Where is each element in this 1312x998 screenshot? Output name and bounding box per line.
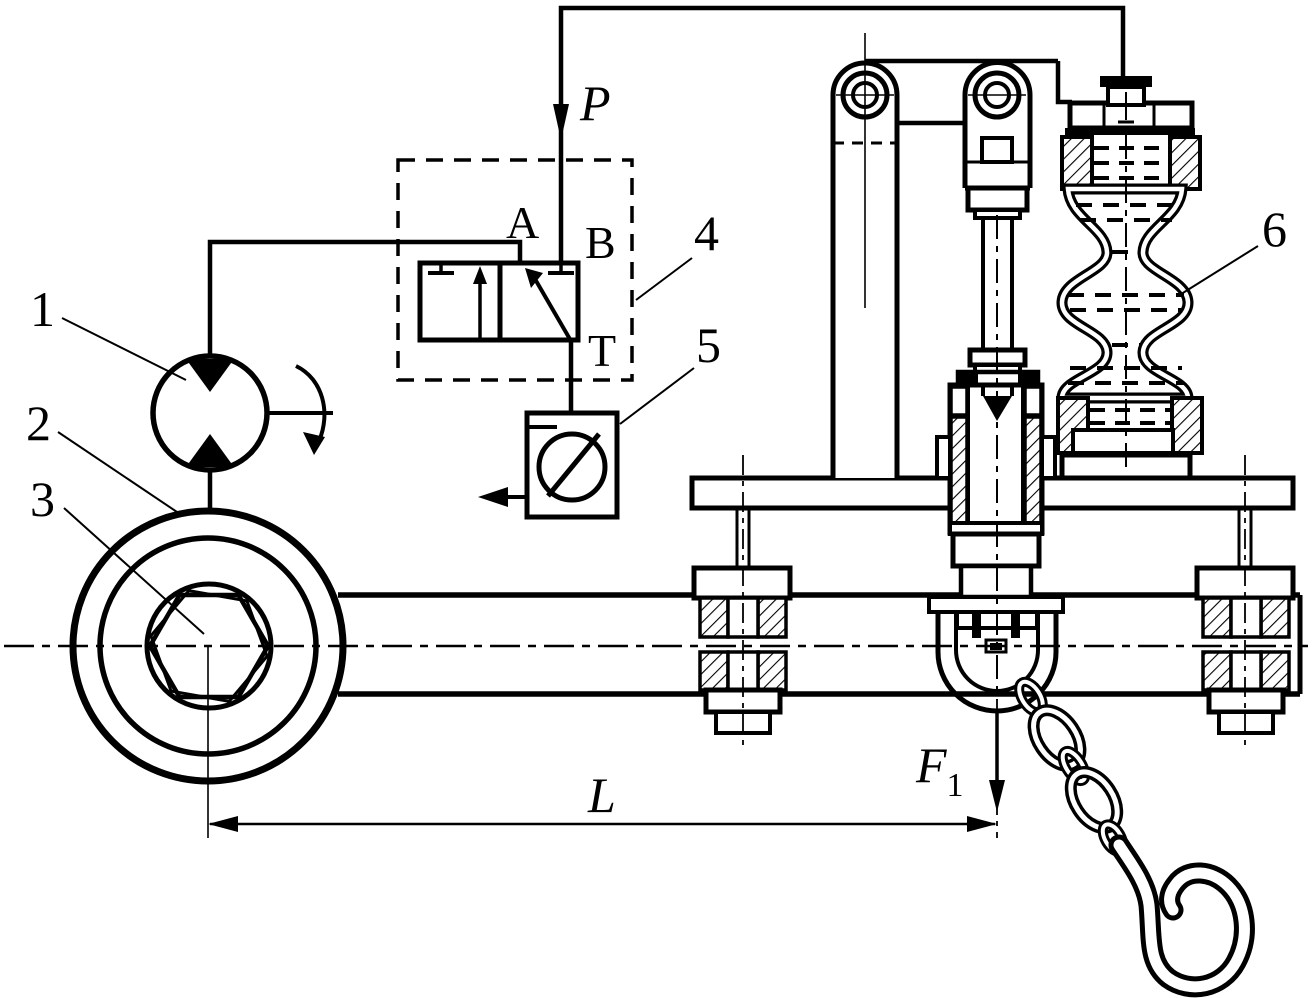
hydraulic-pump-symbol: [150, 353, 333, 513]
port-label-T: T: [588, 325, 616, 376]
port-label-A: A: [506, 197, 539, 248]
hydraulic-lines: [207, 5, 1126, 413]
rotation-arrow: [295, 364, 327, 455]
socket-wrench-head: [69, 507, 347, 838]
pressure-arrowhead: [553, 104, 569, 140]
bellows-accumulator: [1056, 76, 1204, 481]
gauge-symbol: [478, 410, 620, 520]
valve-enclosure: [396, 158, 634, 382]
directional-control-valve: [396, 158, 634, 382]
reaction-beam: [338, 592, 1303, 697]
callout-5: 5: [696, 317, 721, 373]
centerlines: [4, 135, 1308, 746]
callout-4: 4: [694, 205, 719, 261]
chain: [1014, 676, 1129, 857]
dimension-L: [208, 816, 997, 832]
pump-to-valve-line: [207, 239, 523, 358]
left-pivot-pin: [836, 33, 894, 308]
bellows-cap: [1100, 76, 1152, 87]
port-label-B: B: [585, 217, 616, 268]
force-F1-label: F1: [915, 737, 964, 804]
callout-1: 1: [30, 281, 55, 337]
dimension-L-label: L: [587, 767, 616, 823]
top-link-bar: [865, 58, 1072, 126]
right-clamp: [1194, 507, 1296, 735]
hook: [1108, 834, 1255, 998]
clevis-pivot-pin: [968, 70, 1026, 120]
drain-arrowhead: [478, 487, 508, 507]
force-F1-arrow: [989, 700, 1005, 838]
left-lever-arm: [830, 33, 900, 478]
callout-6: 6: [1262, 201, 1287, 257]
piston-rod-clevis: [962, 60, 1033, 350]
callout-leaders: [57, 245, 1259, 635]
callout-3: 3: [30, 471, 55, 527]
callout-2: 2: [26, 395, 51, 451]
left-clamp: [691, 507, 793, 735]
port-label-P: P: [579, 75, 611, 131]
